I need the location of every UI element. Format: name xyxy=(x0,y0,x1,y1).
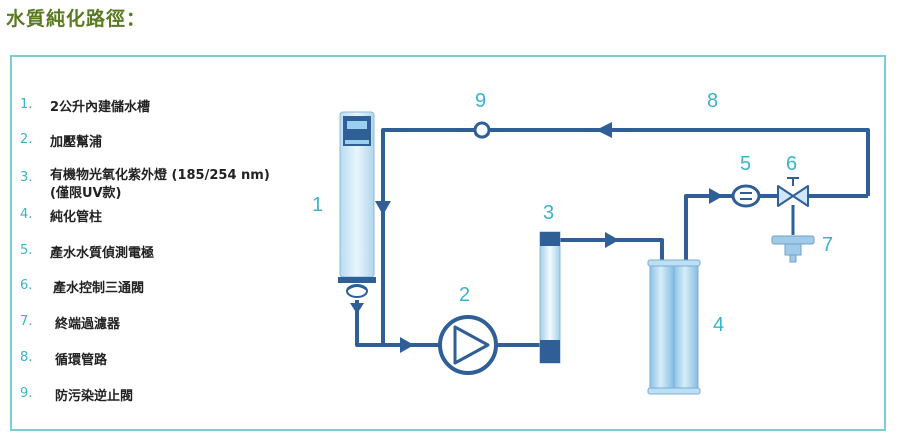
three-way-valve-icon xyxy=(777,177,809,207)
callout-1: 1 xyxy=(312,194,323,216)
page-title: 水質純化路徑： xyxy=(6,8,147,30)
legend-label: 循環管路 xyxy=(55,353,108,368)
legend-label: 產水控制三通閥 xyxy=(53,281,145,296)
callout-8: 8 xyxy=(707,90,718,112)
legend-label: 產水水質偵測電極 xyxy=(50,246,155,261)
diagram-frame xyxy=(10,55,886,431)
legend-sublabel: (僅限UV款) xyxy=(50,186,122,201)
legend-number: 4. xyxy=(20,207,33,222)
legend: 1. 2公升內建儲水槽 2. 加壓幫浦 3. 有機物光氧化紫外燈 (185/25… xyxy=(0,0,300,440)
legend-number: 5. xyxy=(20,243,33,258)
callout-9: 9 xyxy=(475,90,486,112)
legend-label: 加壓幫浦 xyxy=(50,135,103,150)
tank-outlet-pipe xyxy=(355,300,383,347)
uv-to-column-pipe xyxy=(560,238,664,262)
callout-7: 7 xyxy=(822,234,833,256)
legend-label: 2公升內建儲水槽 xyxy=(50,100,151,115)
legend-number: 1. xyxy=(20,97,33,112)
callout-4: 4 xyxy=(713,314,724,336)
callout-labels: 1 2 3 4 5 6 7 8 9 xyxy=(312,90,833,336)
uv-lamp-icon xyxy=(539,231,561,364)
callout-5: 5 xyxy=(740,153,751,175)
legend-number: 6. xyxy=(20,278,33,293)
purification-column-icon xyxy=(647,259,701,395)
flow-arrow-right xyxy=(709,188,723,204)
legend-number: 9. xyxy=(20,386,33,401)
final-filter-icon xyxy=(771,235,815,263)
callout-2: 2 xyxy=(459,284,470,306)
flow-arrows xyxy=(350,122,723,353)
flow-arrow-down xyxy=(375,201,391,215)
legend-label: 有機物光氧化紫外燈 (185/254 nm) xyxy=(50,168,270,183)
flow-arrow-down xyxy=(350,303,364,314)
check-valve-icon xyxy=(473,121,491,139)
column-to-sensor-pipe xyxy=(684,194,733,262)
legend-number: 8. xyxy=(20,350,33,365)
pump-icon xyxy=(438,315,498,375)
flow-arrow-left xyxy=(596,122,612,138)
flow-arrow-right xyxy=(605,232,619,248)
sensor-icon xyxy=(731,184,761,208)
reservoir-tank-icon xyxy=(338,111,376,298)
legend-label: 終端過濾器 xyxy=(55,317,121,332)
legend-label: 防污染逆止閥 xyxy=(55,389,134,404)
legend-number: 3. xyxy=(20,170,33,185)
callout-3: 3 xyxy=(543,202,554,224)
legend-number: 7. xyxy=(20,314,33,329)
legend-label: 純化管柱 xyxy=(50,210,103,225)
legend-number: 2. xyxy=(20,132,33,147)
callout-6: 6 xyxy=(786,153,797,175)
flow-arrow-right xyxy=(400,337,414,353)
